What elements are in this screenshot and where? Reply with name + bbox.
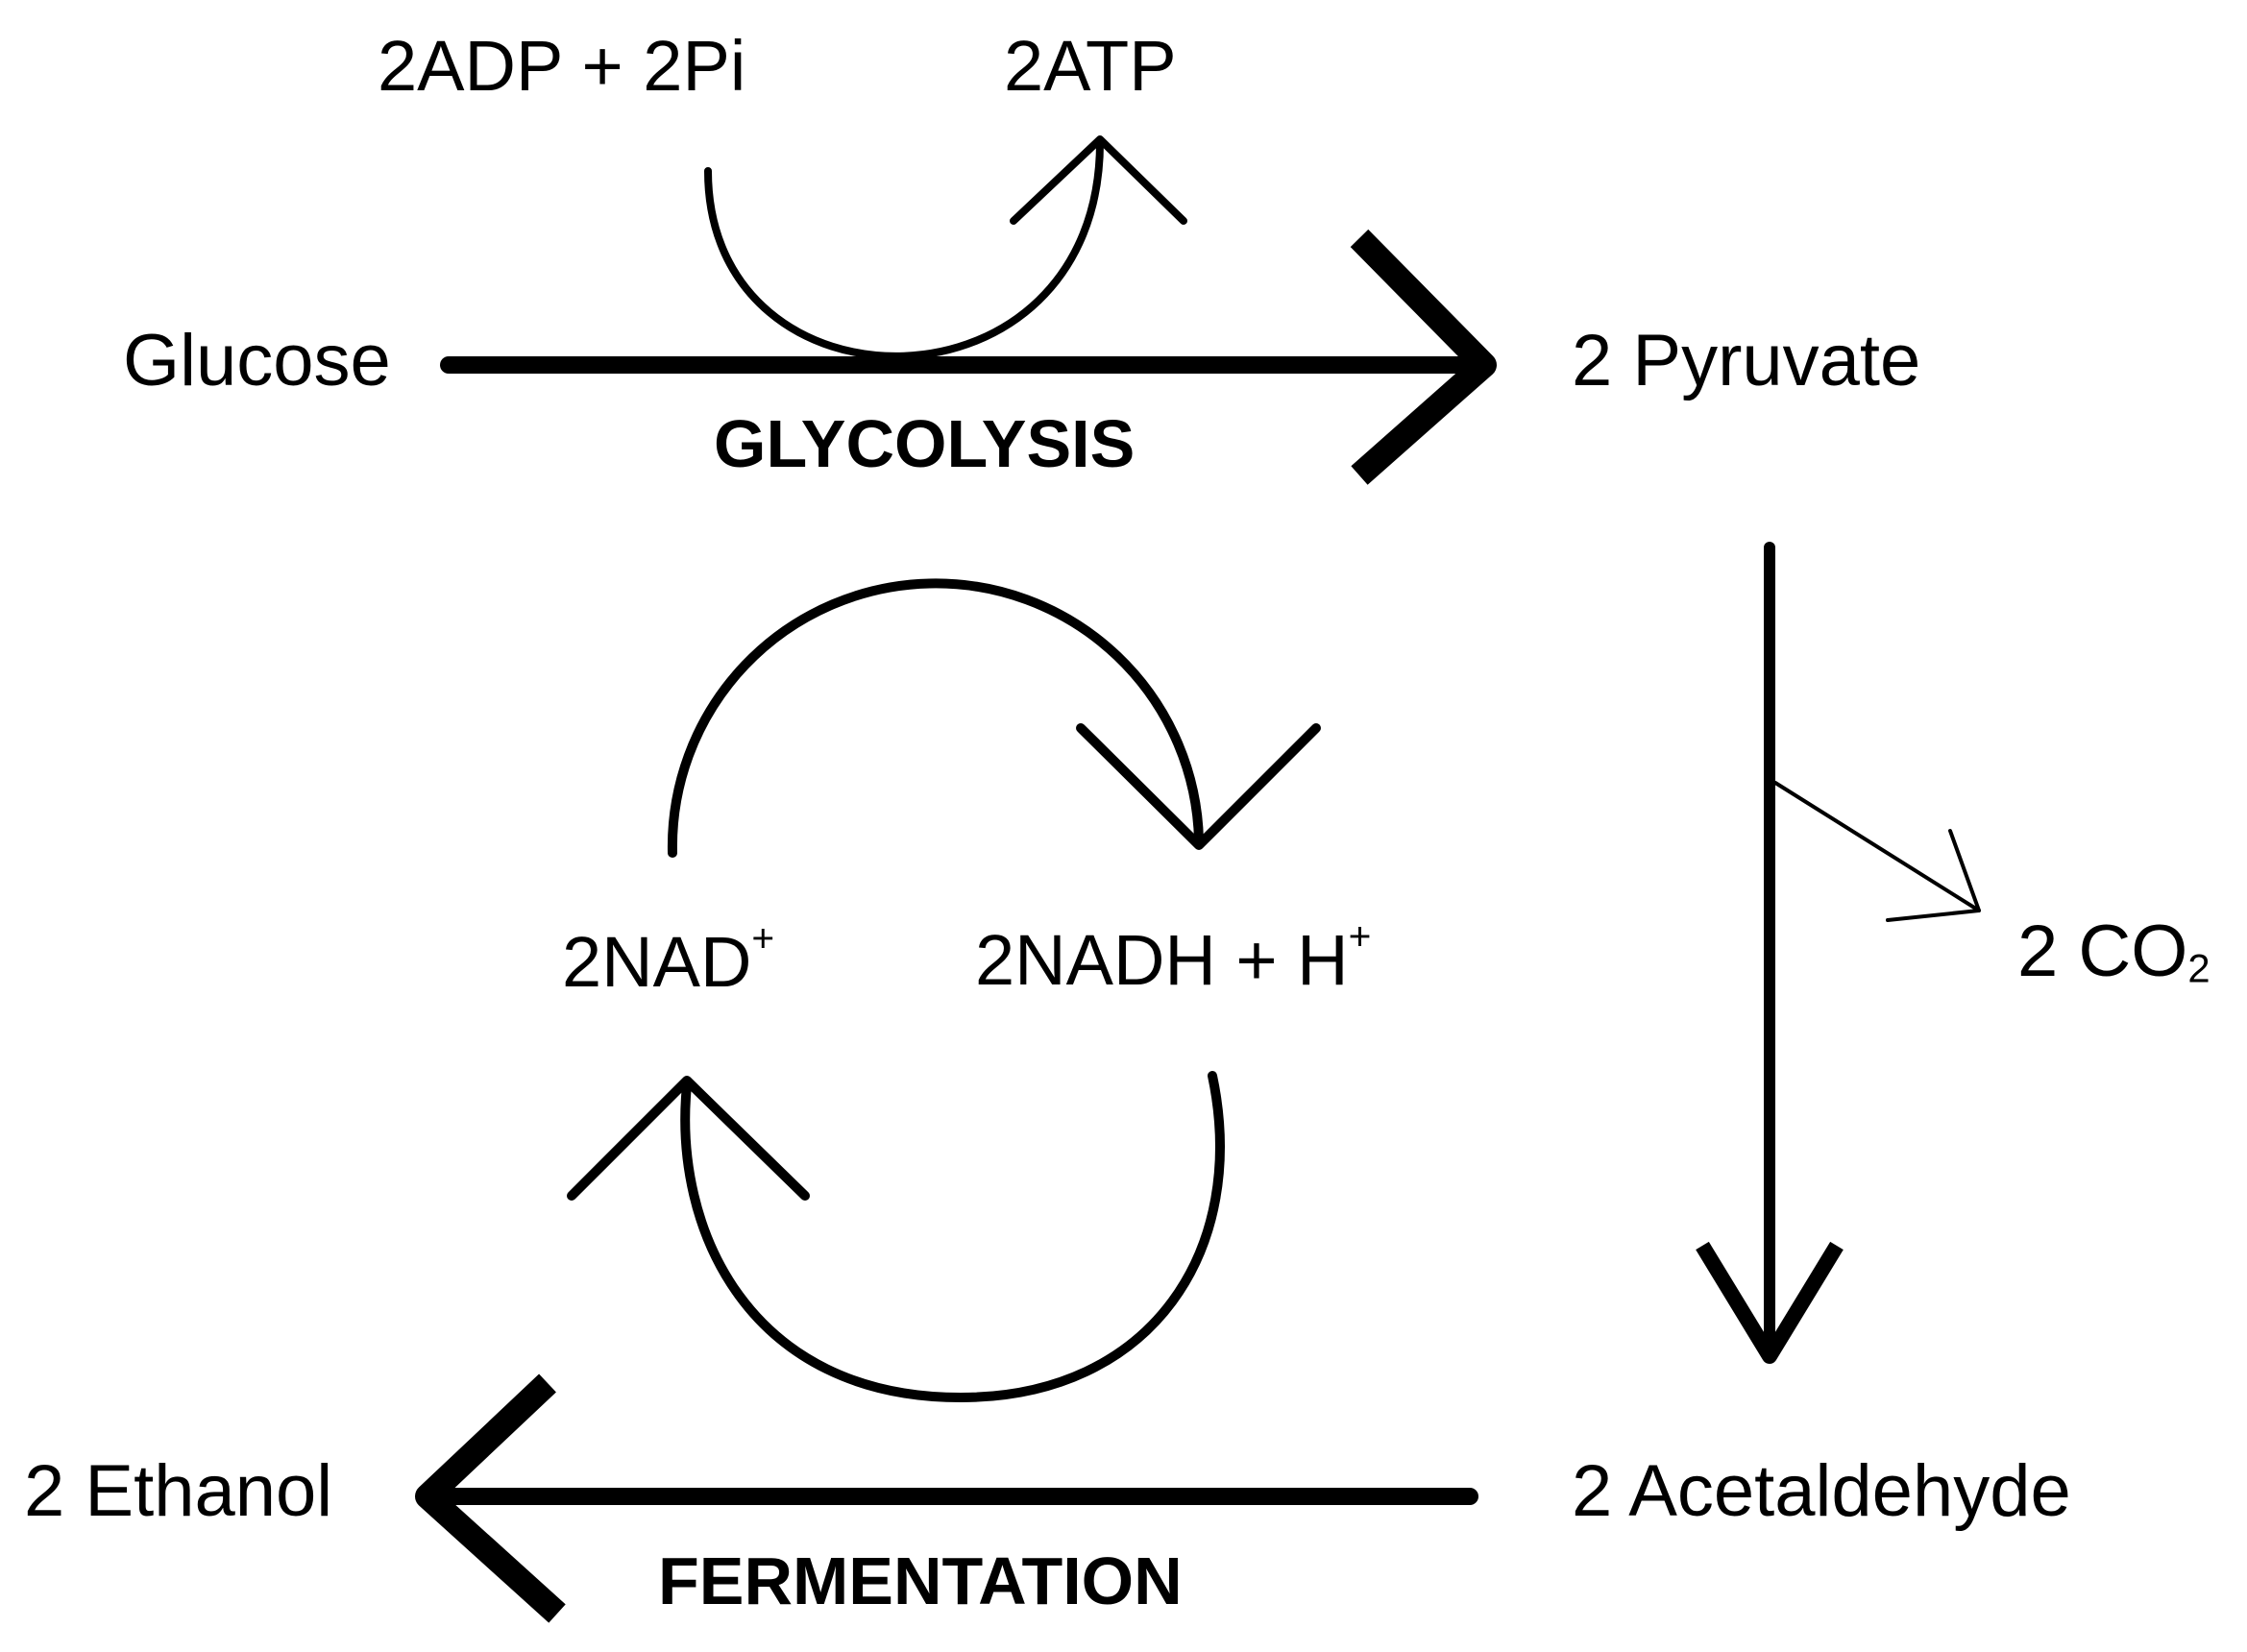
fermentation-label: FERMENTATION — [658, 1543, 1183, 1618]
nad-label: 2NAD+ — [562, 918, 774, 998]
glycolysis-arrow — [440, 229, 1497, 485]
pyruvate-label: 2 Pyruvate — [1572, 320, 1921, 401]
decarboxylation-arrow — [1696, 542, 1844, 1364]
glucose-label: Glucose — [123, 320, 391, 401]
nadh-oxidation-arrow — [567, 1071, 1225, 1402]
co2-label: 2 CO2 — [2017, 915, 2210, 988]
nadh-text: 2NADH + H — [975, 920, 1349, 1000]
atp-label: 2ATP — [1004, 26, 1177, 106]
nad-reduction-arrow — [667, 578, 1321, 858]
glycolysis-label: GLYCOLYSIS — [714, 406, 1136, 481]
co2-text: 2 CO — [2017, 911, 2188, 992]
co2-release-arrow — [1773, 781, 1981, 922]
acetaldehyde-label: 2 Acetaldehyde — [1572, 1450, 2071, 1532]
ethanol-label: 2 Ethanol — [24, 1450, 333, 1532]
nadh-superscript: + — [1348, 913, 1372, 959]
fermentation-arrow — [415, 1373, 1478, 1623]
adp-pi-label: 2ADP + 2Pi — [378, 26, 746, 106]
nad-superscript: + — [751, 915, 775, 960]
nadh-label: 2NADH + H+ — [975, 916, 1371, 996]
co2-subscript: 2 — [2187, 945, 2210, 991]
atp-coupling-arrow — [704, 135, 1187, 360]
nad-text: 2NAD — [562, 922, 752, 1002]
